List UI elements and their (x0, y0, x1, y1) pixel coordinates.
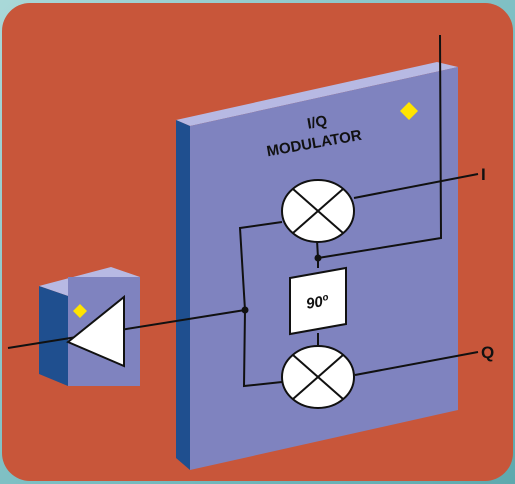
amplifier-side-face (39, 286, 68, 386)
input-signal-line (7, 309, 246, 349)
phase-shifter-box (289, 266, 347, 336)
amplifier-triangle-icon (66, 294, 125, 368)
modulator-indicator-icon (400, 102, 418, 120)
lo-junction-dot (314, 254, 322, 262)
i-output-line (353, 173, 479, 199)
wiring (7, 34, 479, 388)
output-q-label: Q (481, 343, 494, 362)
lo-input-line (317, 34, 443, 259)
output-i-label: I (481, 165, 486, 184)
modulator-top-face (176, 62, 458, 126)
bus-to-i-mixer (238, 221, 283, 311)
input-junction-dot (241, 306, 249, 314)
modulator-side-face (176, 120, 190, 470)
phase-shifter-label: 90º (305, 292, 331, 313)
modulator-title-line1: I/Q (306, 112, 329, 132)
q-output-line (354, 351, 479, 376)
bus-to-q-mixer (242, 309, 283, 388)
i-mixer-icon (281, 179, 355, 243)
q-mixer-icon (281, 345, 355, 409)
amplifier-indicator-icon (73, 304, 87, 318)
